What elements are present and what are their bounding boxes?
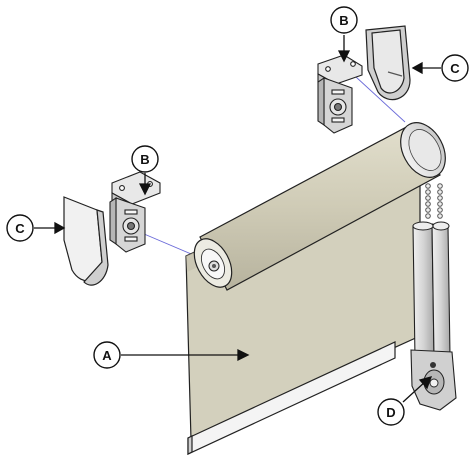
callout-b-right: B — [330, 6, 358, 34]
svg-text:C: C — [15, 221, 25, 236]
callout-d: D — [377, 398, 405, 426]
bottom-rail — [187, 341, 396, 455]
end-cover-right — [365, 25, 411, 101]
callout-b-left: B — [131, 145, 159, 173]
bracket-left — [109, 171, 161, 253]
svg-text:A: A — [102, 348, 112, 363]
callout-arrows — [34, 35, 441, 403]
svg-text:C: C — [450, 61, 460, 76]
bracket-right — [317, 54, 363, 134]
end-cover-left — [63, 196, 109, 286]
chain-control — [410, 183, 457, 411]
callout-c-left: C — [6, 214, 34, 242]
svg-text:B: B — [339, 13, 348, 28]
roller-tube — [193, 122, 446, 291]
svg-text:D: D — [386, 405, 395, 420]
svg-text:B: B — [140, 152, 149, 167]
chain-strands — [425, 183, 443, 219]
callout-a: A — [93, 341, 121, 369]
callout-c-right: C — [441, 54, 469, 82]
